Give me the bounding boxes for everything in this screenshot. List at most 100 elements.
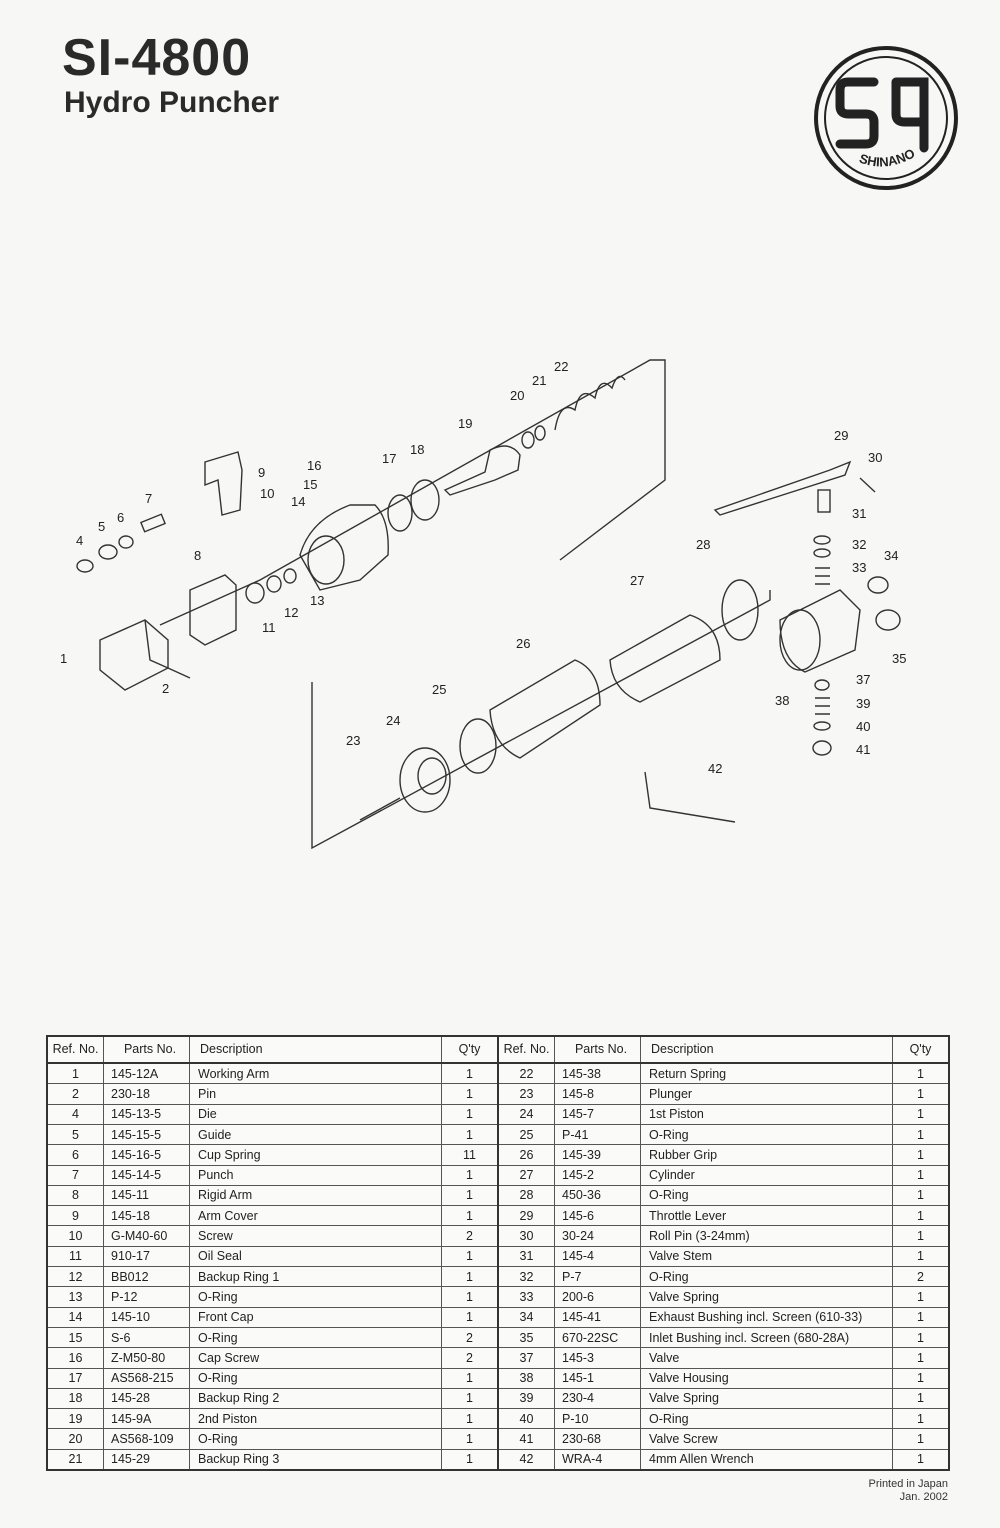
header-parts-no: Parts No.	[554, 1037, 640, 1063]
callout-label: 32	[852, 537, 866, 552]
working-arm	[99, 619, 169, 691]
ref-no-cell: 26	[519, 1147, 534, 1162]
front-cap	[299, 504, 389, 591]
throttle-lever	[713, 460, 852, 516]
description-cell: Plunger	[640, 1084, 892, 1104]
parts-no-cell: 230-68	[554, 1429, 640, 1449]
description-cell: Roll Pin (3-24mm)	[640, 1226, 892, 1246]
ref-no-cell: 38	[519, 1371, 534, 1386]
qty-cell: 2	[441, 1226, 497, 1246]
ref-no-cell: 11	[69, 1249, 82, 1264]
ref-no-cell: 13	[68, 1289, 83, 1304]
qty-cell: 1	[892, 1368, 948, 1388]
qty-cell: 1	[892, 1124, 948, 1145]
qty-cell: 1	[892, 1165, 948, 1185]
second-piston	[443, 445, 521, 496]
callout-label: 27	[630, 573, 644, 588]
description-cell: Backup Ring 2	[189, 1388, 441, 1409]
parts-no-cell: 145-41	[554, 1307, 640, 1327]
description-cell: O-Ring	[640, 1185, 892, 1206]
qty-cell: 1	[892, 1327, 948, 1348]
parts-no-cell: 145-18	[103, 1206, 189, 1226]
callout-label: 37	[856, 672, 870, 687]
qty-cell: 1	[892, 1409, 948, 1429]
callout-label: 23	[346, 733, 360, 748]
qty-cell: 11	[441, 1145, 497, 1165]
callout-label: 28	[696, 537, 710, 552]
ref-no-cell: 19	[68, 1411, 83, 1426]
description-cell: Backup Ring 1	[189, 1267, 441, 1287]
callout-label: 22	[554, 359, 568, 374]
qty-cell: 1	[441, 1368, 497, 1388]
ref-no-cell: 18	[68, 1391, 83, 1406]
qty-cell: 1	[892, 1348, 948, 1368]
qty-cell: 2	[892, 1267, 948, 1287]
callout-label: 1	[60, 651, 67, 666]
parts-no-cell: 230-4	[554, 1388, 640, 1409]
ref-no-cell: 2	[72, 1087, 79, 1101]
callout-label: 13	[310, 593, 324, 608]
qty-cell: 1	[892, 1145, 948, 1165]
description-cell: Valve Spring	[640, 1287, 892, 1307]
ref-no-cell: 35	[519, 1330, 534, 1345]
callout-label: 4	[76, 533, 83, 548]
description-cell: Oil Seal	[189, 1246, 441, 1267]
parts-no-cell: P-41	[554, 1124, 640, 1145]
model-number: SI-4800	[62, 29, 252, 87]
rubber-grip	[489, 659, 601, 759]
parts-no-cell: 145-28	[103, 1388, 189, 1409]
description-cell: O-Ring	[189, 1287, 441, 1307]
qty-cell: 1	[441, 1124, 497, 1145]
parts-no-cell: AS568-109	[103, 1429, 189, 1449]
qty-cell: 2	[441, 1348, 497, 1368]
callout-label: 17	[382, 451, 396, 466]
description-cell: 4mm Allen Wrench	[640, 1449, 892, 1469]
callout-label: 2	[162, 681, 169, 696]
description-cell: Inlet Bushing incl. Screen (680-28A)	[640, 1327, 892, 1348]
ref-no-cell: 10	[68, 1229, 83, 1244]
description-cell: 1st Piston	[640, 1104, 892, 1124]
description-cell: O-Ring	[640, 1124, 892, 1145]
ref-no-cell: 30	[519, 1229, 534, 1244]
print-date: Jan. 2002	[899, 1491, 948, 1503]
description-cell: Valve Spring	[640, 1388, 892, 1409]
callout-label: 10	[260, 486, 274, 501]
callout-label: 25	[432, 682, 446, 697]
description-cell: Valve Screw	[640, 1429, 892, 1449]
callout-label: 39	[856, 696, 870, 711]
ref-no-cell: 12	[68, 1269, 83, 1284]
parts-no-cell: 145-10	[103, 1307, 189, 1327]
ref-no-cell: 29	[519, 1208, 534, 1223]
header-qty: Q'ty	[441, 1037, 497, 1063]
ref-no-cell: 24	[519, 1107, 534, 1122]
qty-cell: 1	[892, 1206, 948, 1226]
return-spring	[554, 375, 626, 431]
description-cell: 2nd Piston	[189, 1409, 441, 1429]
ref-no-cell: 9	[72, 1208, 79, 1223]
description-cell: Valve Stem	[640, 1246, 892, 1267]
qty-cell: 1	[441, 1429, 497, 1449]
description-cell: Valve Housing	[640, 1368, 892, 1388]
callout-label: 26	[516, 636, 530, 651]
print-info: Printed in Japan Jan. 2002	[869, 1478, 949, 1504]
qty-cell: 1	[892, 1064, 948, 1084]
ref-no-cell: 5	[72, 1127, 79, 1142]
parts-no-cell: 450-36	[554, 1185, 640, 1206]
